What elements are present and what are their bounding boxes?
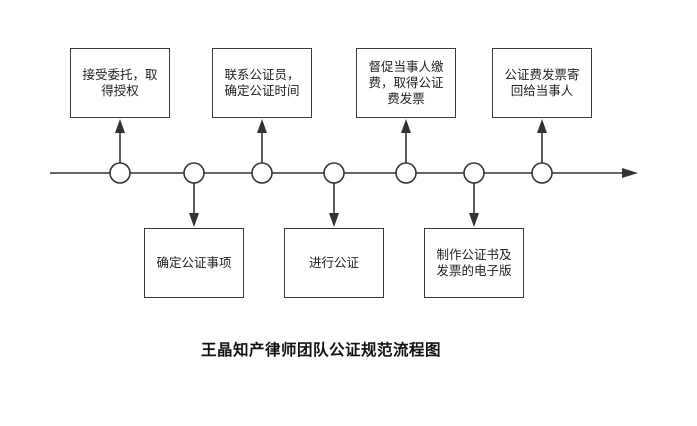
step-label-line: 费发票 [387,91,425,106]
arrow-down-icon [189,213,199,227]
step-label-line: 得授权 [101,83,139,98]
timeline-node [109,162,131,184]
arrow-up-icon [401,119,411,133]
step-label: 确定公证事项 [148,255,239,271]
step-label-line: 进行公证 [308,255,359,270]
step-box-accept-entrustment: 接受委托，取 得授权 [70,48,170,118]
timeline-node [323,162,345,184]
arrow-up-icon [115,119,125,133]
timeline-node [463,162,485,184]
step-label-line: 确定公证时间 [224,83,300,98]
step-label-line: 督促当事人缴 [368,59,444,74]
arrow-up-icon [257,119,267,133]
step-box-produce-electronic-copies: 制作公证书及 发票的电子版 [424,228,524,298]
arrow-down-icon [469,213,479,227]
timeline-node [183,162,205,184]
step-label-line: 回给当事人 [510,83,574,98]
step-label-line: 费，取得公证 [368,75,444,90]
step-box-determine-matters: 确定公证事项 [144,228,244,298]
diagram-title: 王晶知产律师团队公证规范流程图 [200,341,441,359]
step-label-line: 确定公证事项 [156,255,232,270]
step-label: 联系公证员， 确定公证时间 [216,67,307,99]
step-label-line: 制作公证书及 [436,247,512,262]
step-box-mail-invoice: 公证费发票寄 回给当事人 [492,48,592,118]
step-box-conduct-notarization: 进行公证 [284,228,384,298]
step-label-line: 发票的电子版 [436,263,512,278]
timeline-arrowhead [622,168,638,178]
timeline-node [531,162,553,184]
arrow-down-icon [329,213,339,227]
step-label: 进行公证 [301,255,367,271]
arrow-up-icon [537,119,547,133]
step-label: 接受委托，取 得授权 [74,67,165,99]
step-label: 公证费发票寄 回给当事人 [496,67,587,99]
step-label: 督促当事人缴 费，取得公证 费发票 [360,59,451,107]
step-label-line: 联系公证员， [224,67,300,82]
step-label-line: 公证费发票寄 [504,67,580,82]
step-label: 制作公证书及 发票的电子版 [428,247,519,279]
timeline-node [395,162,417,184]
step-label-line: 接受委托，取 [82,67,158,82]
step-box-contact-notary: 联系公证员， 确定公证时间 [212,48,312,118]
timeline-node [251,162,273,184]
step-box-collect-fee: 督促当事人缴 费，取得公证 费发票 [356,48,456,118]
